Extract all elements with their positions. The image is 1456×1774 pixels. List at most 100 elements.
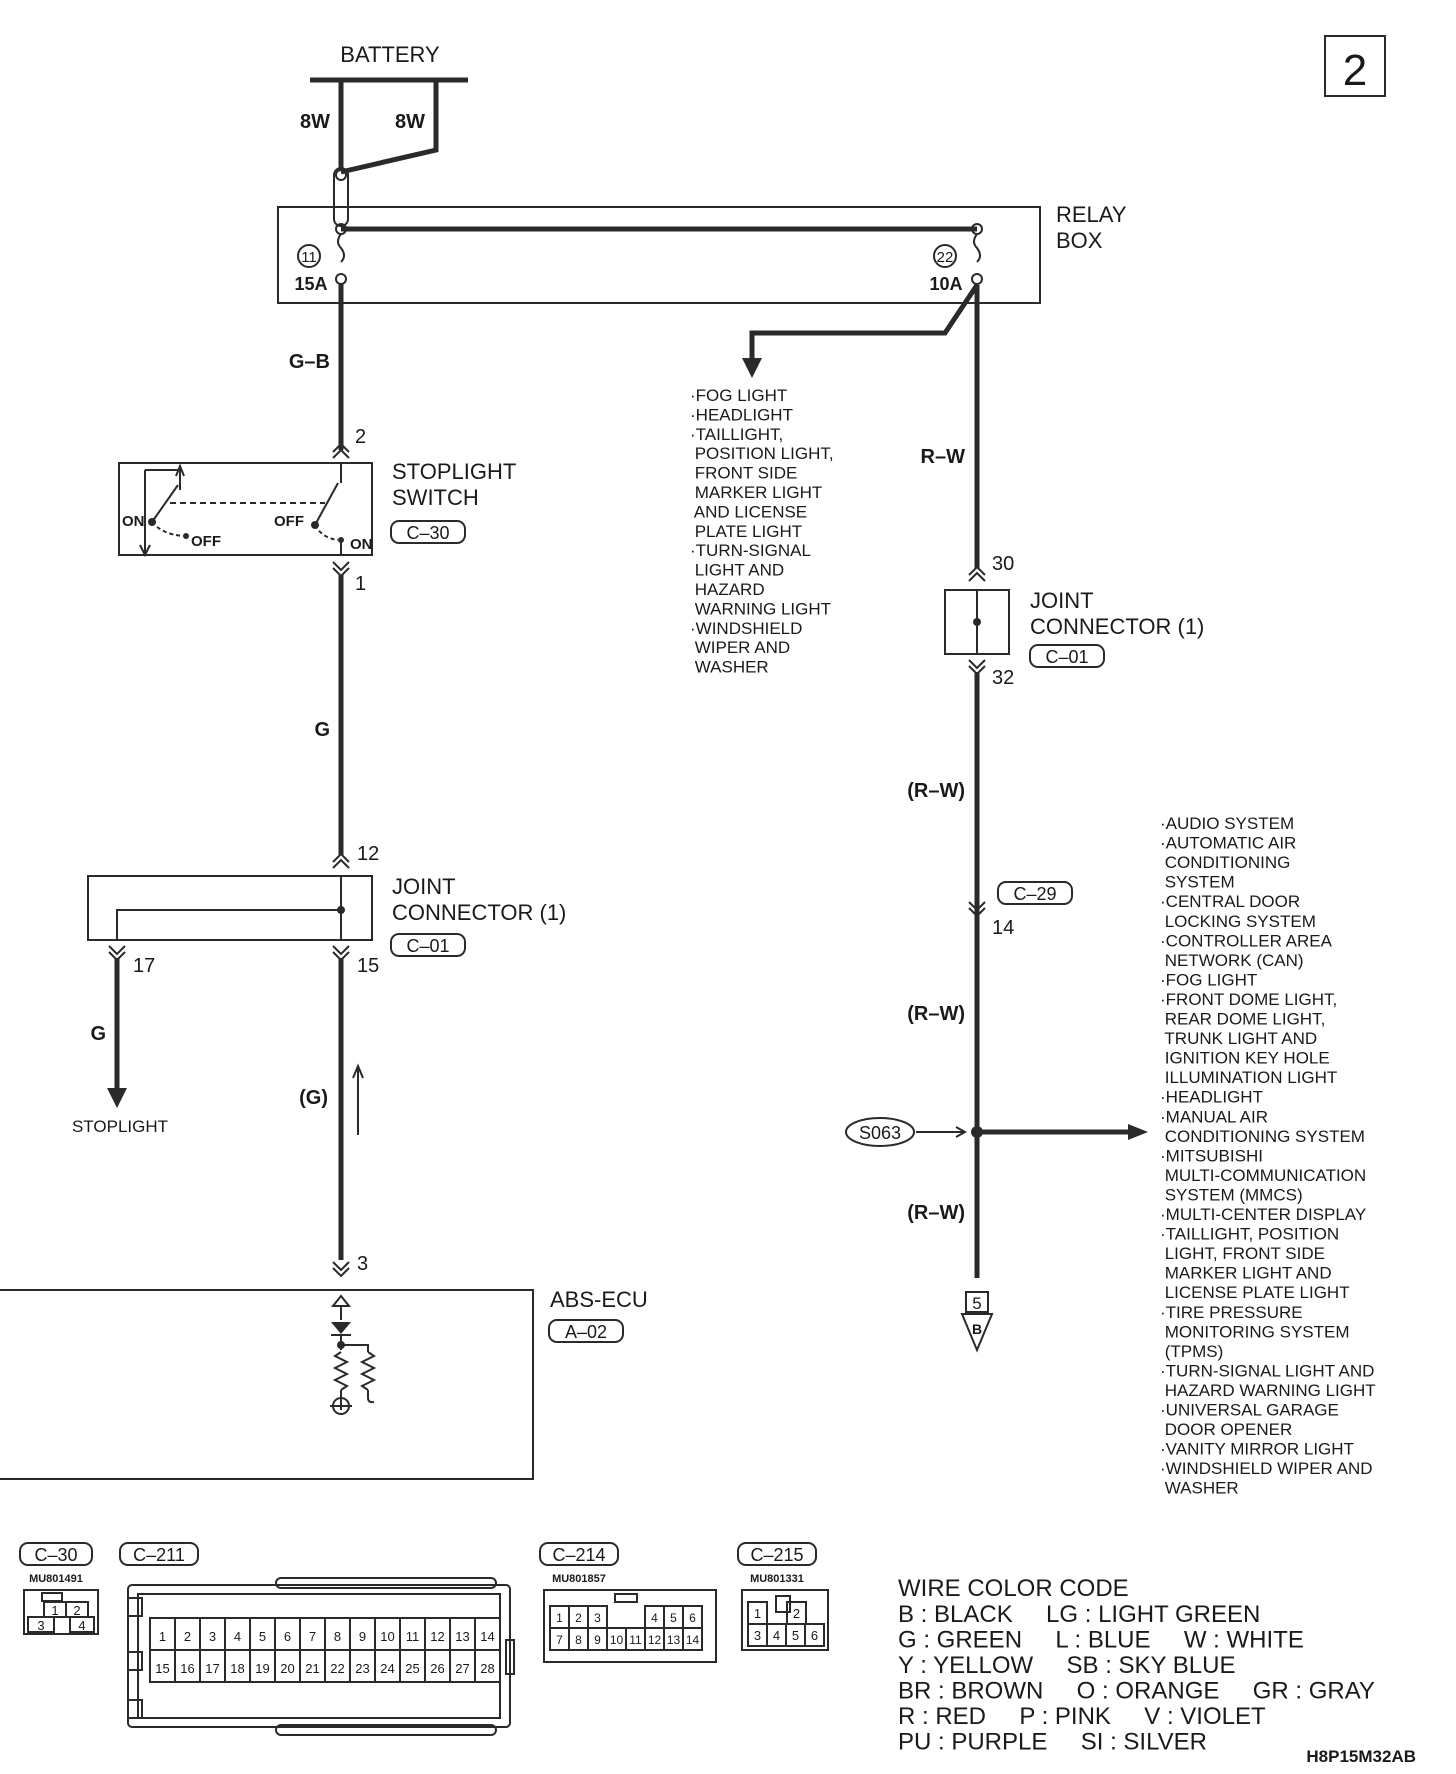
fuse22-load-line: WIPER AND bbox=[690, 638, 790, 657]
continuation-triangle bbox=[960, 1313, 994, 1353]
wire-r-w-label-1: (R–W) bbox=[907, 780, 965, 802]
c214-pin-label: 6 bbox=[689, 1611, 696, 1625]
splice-load-line: ·TIRE PRESSURE bbox=[1160, 1303, 1303, 1322]
wire-color-code-line: BR : BROWN O : ORANGE GR : GRAY bbox=[898, 1678, 1375, 1705]
fuse22-load-line: PLATE LIGHT bbox=[690, 522, 802, 541]
splice-load-line: ·MULTI-CENTER DISPLAY bbox=[1160, 1205, 1366, 1224]
continuation-page: 5 bbox=[972, 1294, 981, 1313]
c215-part: MU801331 bbox=[750, 1573, 804, 1585]
relay-box-terminal bbox=[335, 169, 347, 181]
splice-load-line: ·WINDSHIELD WIPER AND bbox=[1160, 1459, 1373, 1478]
fuse-11-element bbox=[337, 233, 345, 263]
fuse22-load-line: MARKER LIGHT bbox=[690, 483, 822, 502]
c211-bottom-latch bbox=[275, 1724, 497, 1736]
diagram-code: H8P15M32AB bbox=[1306, 1747, 1416, 1766]
fuse22-load-line: POSITION LIGHT, bbox=[690, 444, 834, 463]
connector-view-c30: C–30 MU801491 1 2 3 4 bbox=[19, 1542, 99, 1635]
stoplight-arrow bbox=[107, 1088, 127, 1108]
splice-load-line: WASHER bbox=[1160, 1479, 1239, 1498]
stoplight-switch-label-1: STOPLIGHT bbox=[392, 459, 516, 484]
c211-pin-label: 6 bbox=[284, 1629, 291, 1644]
c211-pin-label: 19 bbox=[255, 1661, 269, 1676]
c214-name-box bbox=[539, 1542, 619, 1566]
switch-right-off-path bbox=[314, 524, 339, 541]
fusible-link bbox=[333, 167, 349, 227]
fuse22-load-line: AND LICENSE bbox=[690, 502, 807, 521]
jc-right-node bbox=[973, 618, 981, 626]
stoplight-label: STOPLIGHT bbox=[72, 1117, 168, 1136]
c211-pin-label: 2 bbox=[184, 1629, 191, 1644]
splice-s063: S063 bbox=[859, 1123, 901, 1143]
splice-load-line: ILLUMINATION LIGHT bbox=[1160, 1068, 1337, 1087]
switch-pin-bottom: 1 bbox=[355, 573, 366, 595]
jc-left-label-1: JOINT bbox=[392, 874, 456, 899]
fuse-11-terminal bbox=[335, 273, 347, 285]
splice-load-line: ·UNIVERSAL GARAGE bbox=[1160, 1401, 1339, 1420]
c30-part: MU801491 bbox=[29, 1573, 83, 1585]
c211-pin-label: 22 bbox=[330, 1661, 344, 1676]
switch-off-right: OFF bbox=[274, 513, 304, 530]
fuse22-load-line: ·TURN-SIGNAL bbox=[690, 541, 811, 560]
joint-connector-left-box bbox=[87, 875, 373, 941]
c211-pin-label: 13 bbox=[455, 1629, 469, 1644]
jc-right-connector: C–01 bbox=[1045, 647, 1088, 667]
splice-load-line: MULTI-COMMUNICATION bbox=[1160, 1166, 1366, 1185]
c211-pin-label: 23 bbox=[355, 1661, 369, 1676]
c211-pin-label: 27 bbox=[455, 1661, 469, 1676]
jc-left-node bbox=[337, 906, 345, 914]
c211-pin-label: 9 bbox=[359, 1629, 366, 1644]
c211-name: C–211 bbox=[133, 1545, 185, 1565]
splice-load-line: NETWORK (CAN) bbox=[1160, 951, 1304, 970]
fuse22-load-line: WARNING LIGHT bbox=[690, 599, 831, 618]
splice-load-line: ·VANITY MIRROR LIGHT bbox=[1160, 1440, 1354, 1459]
c214-shell bbox=[543, 1589, 717, 1663]
fuse-22-terminal bbox=[971, 273, 983, 285]
signal-direction-arrow bbox=[352, 1063, 364, 1135]
wire-color-code-line: Y : YELLOW SB : SKY BLUE bbox=[898, 1652, 1236, 1679]
jc-left-label-2: CONNECTOR (1) bbox=[392, 900, 566, 925]
abs-ecu-label: ABS-ECU bbox=[550, 1287, 648, 1312]
battery-wire-right bbox=[340, 80, 439, 175]
wire-r-w-label-2: (R–W) bbox=[907, 1003, 965, 1025]
splice-s063-oval bbox=[845, 1117, 915, 1147]
c214-pin-label: 11 bbox=[629, 1633, 642, 1647]
splice-load-line: ·CONTROLLER AREA bbox=[1160, 931, 1333, 950]
page-number-box bbox=[1324, 35, 1386, 97]
c214-name: C–214 bbox=[552, 1545, 605, 1565]
splice-load-line: MARKER LIGHT AND bbox=[1160, 1264, 1332, 1283]
c214-pin-label: 2 bbox=[575, 1611, 582, 1625]
jc-left-pin-17: 17 bbox=[133, 955, 155, 977]
c29-marker bbox=[968, 901, 986, 918]
c30-pin-3-label: 3 bbox=[37, 1618, 44, 1633]
c211-pin-label: 11 bbox=[406, 1629, 420, 1644]
c211-pin-label: 25 bbox=[405, 1661, 419, 1676]
battery-wire-left-label: 8W bbox=[300, 111, 330, 133]
c214-pin-label: 7 bbox=[556, 1633, 563, 1647]
c211-pin-label: 28 bbox=[480, 1661, 494, 1676]
jc-right-label-2: CONNECTOR (1) bbox=[1030, 614, 1204, 639]
c214-pin-label: 14 bbox=[686, 1633, 700, 1647]
abs-ecu-diode bbox=[331, 1322, 351, 1334]
jc-right-pin-bottom: 32 bbox=[992, 667, 1014, 689]
c30-name-box bbox=[19, 1542, 93, 1566]
relay-box bbox=[277, 206, 1041, 304]
fuse22-load-line: WASHER bbox=[690, 658, 769, 677]
c211-pin-label: 18 bbox=[230, 1661, 244, 1676]
c211-pin-28 bbox=[474, 1649, 501, 1683]
jc-left-internal-branch bbox=[116, 909, 341, 940]
fuse-11-number: 11 bbox=[301, 249, 317, 266]
c214-pin-14 bbox=[682, 1627, 703, 1651]
abs-ecu-connector: A–02 bbox=[565, 1322, 607, 1342]
splice-load-line: ·AUTOMATIC AIR bbox=[1160, 834, 1296, 853]
c215-name: C–215 bbox=[750, 1545, 803, 1565]
fuse22-load-line: FRONT SIDE bbox=[690, 464, 797, 483]
fuse22-load-line: ·HEADLIGHT bbox=[690, 405, 793, 424]
c211-side-key-right bbox=[505, 1639, 515, 1675]
c211-pin-label: 4 bbox=[234, 1629, 241, 1644]
c211-pin-label: 8 bbox=[334, 1629, 341, 1644]
splice-load-line: CONDITIONING bbox=[1160, 853, 1290, 872]
splice-load-line: TRUNK LIGHT AND bbox=[1160, 1029, 1317, 1048]
c211-pin-label: 21 bbox=[305, 1661, 319, 1676]
fuse22-load-line: LIGHT AND bbox=[690, 561, 784, 580]
jc-left-connector: C–01 bbox=[406, 936, 449, 956]
